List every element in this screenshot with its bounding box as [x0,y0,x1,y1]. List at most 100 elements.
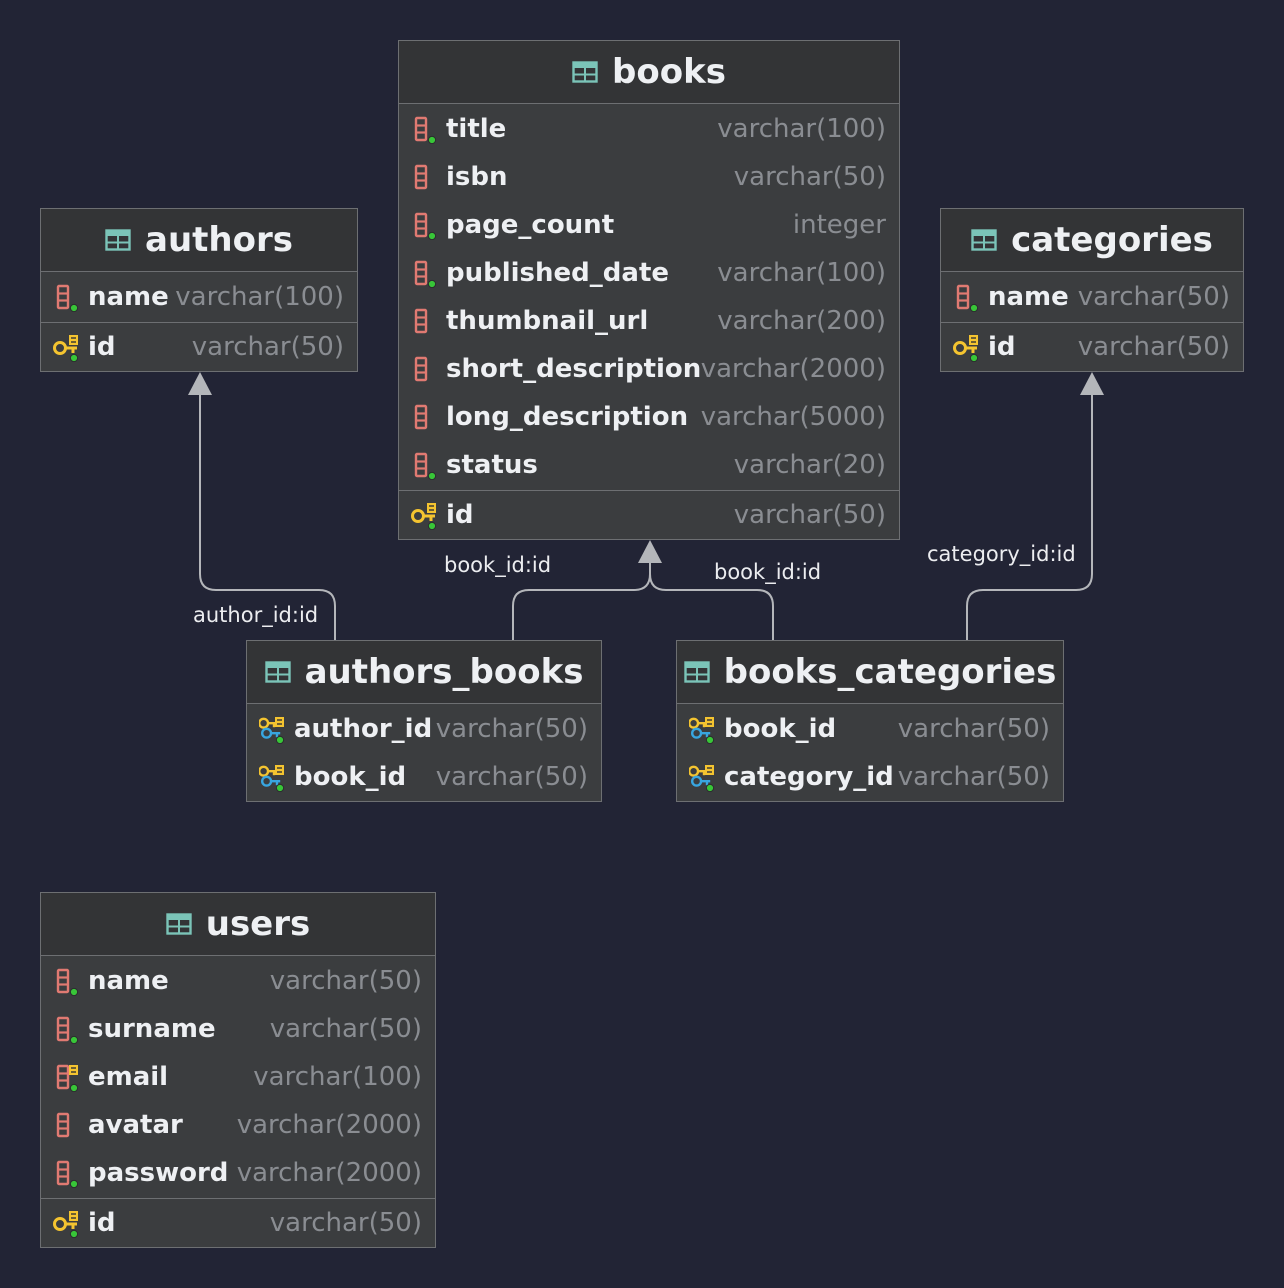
column-name: surname [88,1014,216,1044]
primary-foreign-key-icon [259,717,285,744]
column-notnull-icon [414,260,437,288]
table-header[interactable]: categories [941,209,1243,272]
table-title: users [205,904,311,944]
column-type: varchar(50) [269,1208,422,1238]
column-row[interactable]: id varchar(50) [941,323,1243,371]
key-separator [41,1198,435,1199]
column-name: category_id [724,762,894,792]
table-header[interactable]: authors_books [247,641,601,704]
column-type: varchar(20) [733,450,886,480]
column-type: varchar(2000) [700,354,886,384]
column-notnull-icon [56,1160,79,1188]
connector-books-categories-to-categories [966,392,1093,640]
table-header[interactable]: authors [41,209,357,272]
column-name: id [88,1208,116,1238]
table-title: books_categories [723,652,1057,692]
column-type: varchar(50) [733,162,886,192]
column-row[interactable]: title varchar(100) [399,105,899,153]
column-name: author_id [294,714,433,744]
column-name: email [88,1062,169,1092]
column-icon [414,404,428,430]
primary-foreign-key-icon [689,765,715,792]
column-row[interactable]: long_description varchar(5000) [399,393,899,441]
column-name: page_count [446,210,615,240]
table-title: books [612,52,726,92]
table-icon [166,913,192,935]
column-type: varchar(2000) [236,1158,422,1188]
relationship-label-books-categories-book-id: book_id:id [714,560,822,584]
table-icon [572,61,598,83]
column-name: short_description [446,354,702,384]
column-row[interactable]: id varchar(50) [41,1199,435,1247]
column-name: name [88,282,169,312]
column-type: varchar(50) [269,1014,422,1044]
connector-books-categories-to-books [649,560,774,640]
table-icon [105,229,131,251]
column-name: long_description [446,402,689,432]
arrowhead-books [638,540,662,563]
column-notnull-icon [56,1016,79,1044]
table-header[interactable]: books [399,41,899,104]
column-row[interactable]: avatar varchar(2000) [41,1101,435,1149]
column-type: varchar(50) [1077,332,1230,362]
column-row[interactable]: book_id varchar(50) [247,753,601,801]
table-icon [683,661,710,683]
column-notnull-icon [56,284,79,312]
column-type: varchar(2000) [236,1110,422,1140]
column-row[interactable]: name varchar(50) [41,957,435,1005]
column-notnull-icon [414,212,437,240]
column-type: varchar(50) [435,762,588,792]
unique-column-icon [56,1064,79,1092]
table-users[interactable]: users name varchar(50) surname varchar(50) em… [40,892,436,1248]
key-separator [399,490,899,491]
column-type: varchar(200) [717,306,886,336]
primary-foreign-key-icon [259,765,285,792]
column-name: book_id [294,762,407,792]
column-type: varchar(100) [717,114,886,144]
table-header[interactable]: users [41,893,435,956]
column-icon [414,356,428,382]
column-row[interactable]: surname varchar(50) [41,1005,435,1053]
column-notnull-icon [414,116,437,144]
column-name: avatar [88,1110,183,1140]
arrowhead-categories [1080,372,1104,395]
column-name: id [88,332,116,362]
key-separator [41,322,357,323]
relationship-label-authors-books-book-id: book_id:id [444,553,552,577]
relationship-label-category-id: category_id:id [927,542,1076,566]
key-separator [941,322,1243,323]
column-notnull-icon [56,968,79,996]
column-name: published_date [446,258,670,288]
column-icon [414,308,428,334]
primary-foreign-key-icon [689,717,715,744]
column-name: name [88,966,169,996]
column-name: title [446,114,507,144]
column-type: varchar(5000) [700,402,886,432]
table-icon [264,661,291,683]
column-name: id [988,332,1016,362]
primary-key-icon [411,503,437,530]
column-type: varchar(50) [269,966,422,996]
connector-authors-books-to-authors [199,392,336,640]
table-header[interactable]: books_categories [677,641,1063,704]
